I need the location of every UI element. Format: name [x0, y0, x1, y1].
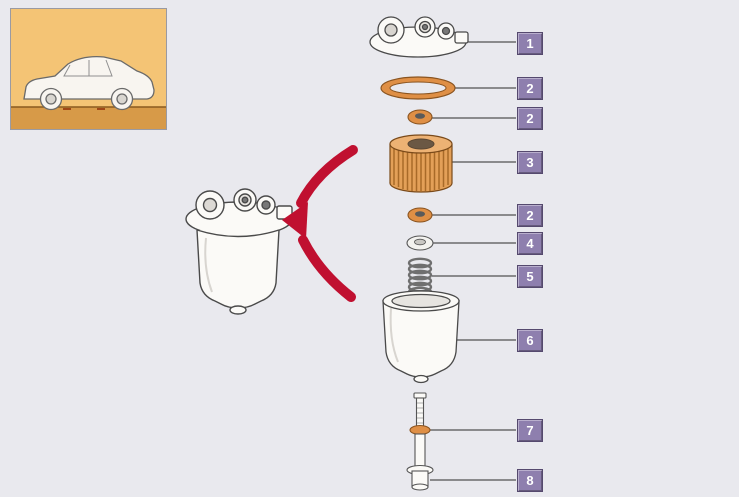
part-label-4: 4: [517, 232, 543, 255]
filter-pleats: [393, 147, 449, 192]
drain-plug-part: [406, 464, 434, 491]
part-label-2c: 2: [517, 204, 543, 227]
leader-lines: [430, 41, 516, 481]
car-body: [23, 56, 155, 111]
part-label-2b: 2: [517, 107, 543, 130]
car-windows: [63, 59, 113, 77]
part-label-2a: 2: [517, 77, 543, 100]
part-label-6: 6: [517, 329, 543, 352]
part-label-5: 5: [517, 265, 543, 288]
large-o-ring-part: [380, 76, 456, 100]
part-label-3: 3: [517, 151, 543, 174]
part-label-1: 1: [517, 32, 543, 55]
filter-bowl-part: [382, 290, 460, 384]
filter-element-part: [389, 134, 453, 193]
washer-part: [406, 235, 434, 251]
assembled-filter: [185, 188, 293, 315]
assembly-arrow: [282, 145, 358, 302]
upper-seal-ring-part: [407, 109, 433, 125]
bleed-screw-part: [409, 392, 431, 469]
car-side-view-icon: [11, 9, 166, 129]
filter-head-part: [369, 16, 469, 58]
thread-lines: [417, 402, 423, 424]
part-label-8: 8: [517, 469, 543, 492]
part-label-7: 7: [517, 419, 543, 442]
lower-seal-ring-part: [407, 207, 433, 223]
vehicle-location-inset: [10, 8, 167, 130]
